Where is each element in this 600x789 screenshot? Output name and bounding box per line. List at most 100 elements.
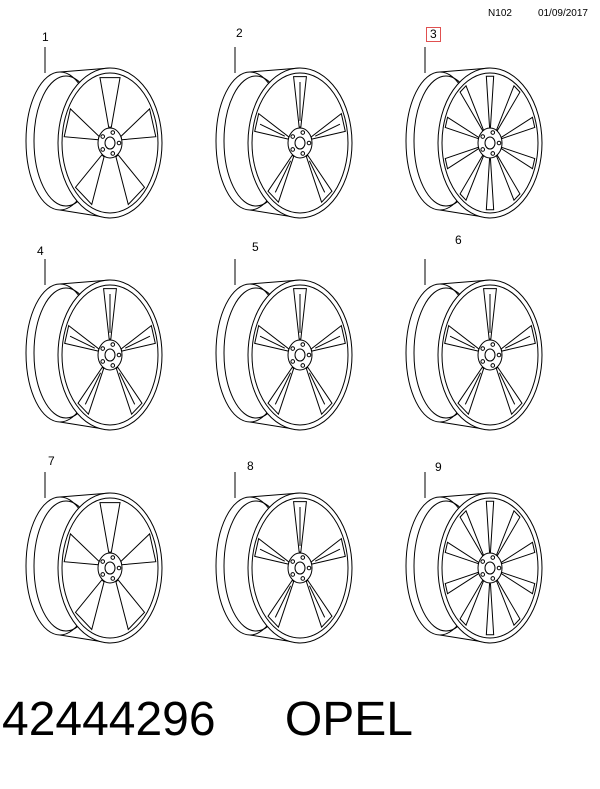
wheel-hub <box>477 339 503 371</box>
rim-lip <box>441 497 539 639</box>
wheel-hub <box>477 552 503 584</box>
spoke <box>103 288 117 340</box>
lug-nut <box>480 572 486 577</box>
spoke <box>267 366 295 416</box>
spoke-split-line <box>314 335 341 349</box>
lug-nut <box>110 555 116 560</box>
spoke <box>115 154 146 206</box>
wheel-drawing <box>25 47 163 219</box>
spoke <box>485 583 495 636</box>
spoke-split-line <box>259 123 286 137</box>
wheel-cell-5: 5 <box>205 237 385 457</box>
wheel-drawing <box>25 472 163 644</box>
spoke <box>459 579 484 627</box>
lug-nut <box>300 151 306 156</box>
lug-nut <box>110 342 116 347</box>
center-bore <box>104 136 116 150</box>
spoke <box>459 84 484 132</box>
callout-label: 2 <box>236 26 243 40</box>
wheel-drawing <box>215 47 353 219</box>
spoke-split-line <box>504 335 531 349</box>
spoke <box>115 366 143 416</box>
callout-label: 7 <box>48 454 55 468</box>
lug-nut <box>116 565 122 571</box>
lug-nut <box>100 559 106 564</box>
wheel-cell-1: 1 <box>15 25 195 245</box>
center-bore <box>294 136 306 150</box>
center-bore <box>104 561 116 575</box>
lug-nut <box>480 134 486 139</box>
lug-nut <box>290 134 296 139</box>
rim-lip <box>441 72 539 214</box>
drawing-code: N102 <box>488 8 512 19</box>
wheel-hub <box>97 552 123 584</box>
wheel-cell-6: 6 <box>395 233 575 457</box>
lug-nut <box>300 555 306 560</box>
wheel-hub <box>97 339 123 371</box>
spoke <box>496 84 521 132</box>
spoke <box>293 501 307 553</box>
spoke <box>459 154 484 202</box>
center-bore <box>294 561 306 575</box>
spoke-split-line <box>464 372 482 405</box>
callout-label: 8 <box>247 459 254 473</box>
wheel-hub <box>287 339 313 371</box>
lug-nut <box>306 140 312 146</box>
lug-nut <box>300 576 306 581</box>
spoke <box>267 579 295 629</box>
rim-lip <box>251 72 349 214</box>
lug-nut <box>490 342 496 347</box>
spoke-split-line <box>274 160 292 193</box>
rim-lip <box>251 284 349 426</box>
spoke <box>457 366 485 416</box>
lug-nut <box>100 147 106 152</box>
lug-nut <box>110 363 116 368</box>
lug-nut <box>490 576 496 581</box>
lug-nut <box>496 565 502 571</box>
rim-lip <box>61 497 159 639</box>
rim-lip <box>61 284 159 426</box>
callout-label: 6 <box>455 233 462 247</box>
lug-nut <box>290 147 296 152</box>
wheel-hub <box>477 127 503 159</box>
lug-nut <box>496 140 502 146</box>
part-number: 42444296 <box>2 693 216 746</box>
spoke <box>115 579 146 631</box>
wheel-cell-7: 7 <box>15 450 195 670</box>
spoke <box>305 366 333 416</box>
wheel-drawing <box>215 472 353 644</box>
spoke-split-line <box>314 123 341 137</box>
spoke <box>267 154 295 204</box>
spoke <box>459 509 484 557</box>
wheel-cell-4: 4 <box>15 237 195 457</box>
spoke-split-line <box>84 372 102 405</box>
spoke <box>485 500 495 553</box>
wheel-cell-3: 3 <box>395 25 575 245</box>
drawing-header: N102 01/09/2017 <box>488 8 588 19</box>
spoke <box>99 77 121 128</box>
lug-nut <box>490 363 496 368</box>
spoke-split-line <box>124 335 151 349</box>
spoke <box>495 366 523 416</box>
lug-nut <box>116 140 122 146</box>
spoke-split-line <box>308 160 326 193</box>
lug-nut <box>300 342 306 347</box>
lug-nut <box>116 352 122 358</box>
spoke <box>99 502 121 553</box>
lug-nut <box>480 147 486 152</box>
lug-nut <box>290 572 296 577</box>
spoke <box>483 288 497 340</box>
lug-nut <box>490 555 496 560</box>
lug-nut <box>490 151 496 156</box>
callout-label: 9 <box>435 460 442 474</box>
lug-nut <box>480 346 486 351</box>
wheel-cell-8: 8 <box>205 450 385 670</box>
wheel-hub <box>287 552 313 584</box>
spoke-split-line <box>69 335 96 349</box>
rim-lip <box>61 72 159 214</box>
lug-nut <box>110 151 116 156</box>
part-footer: 42444296 OPEL <box>2 692 413 747</box>
lug-nut <box>110 576 116 581</box>
lug-nut <box>300 130 306 135</box>
spoke-split-line <box>449 335 476 349</box>
